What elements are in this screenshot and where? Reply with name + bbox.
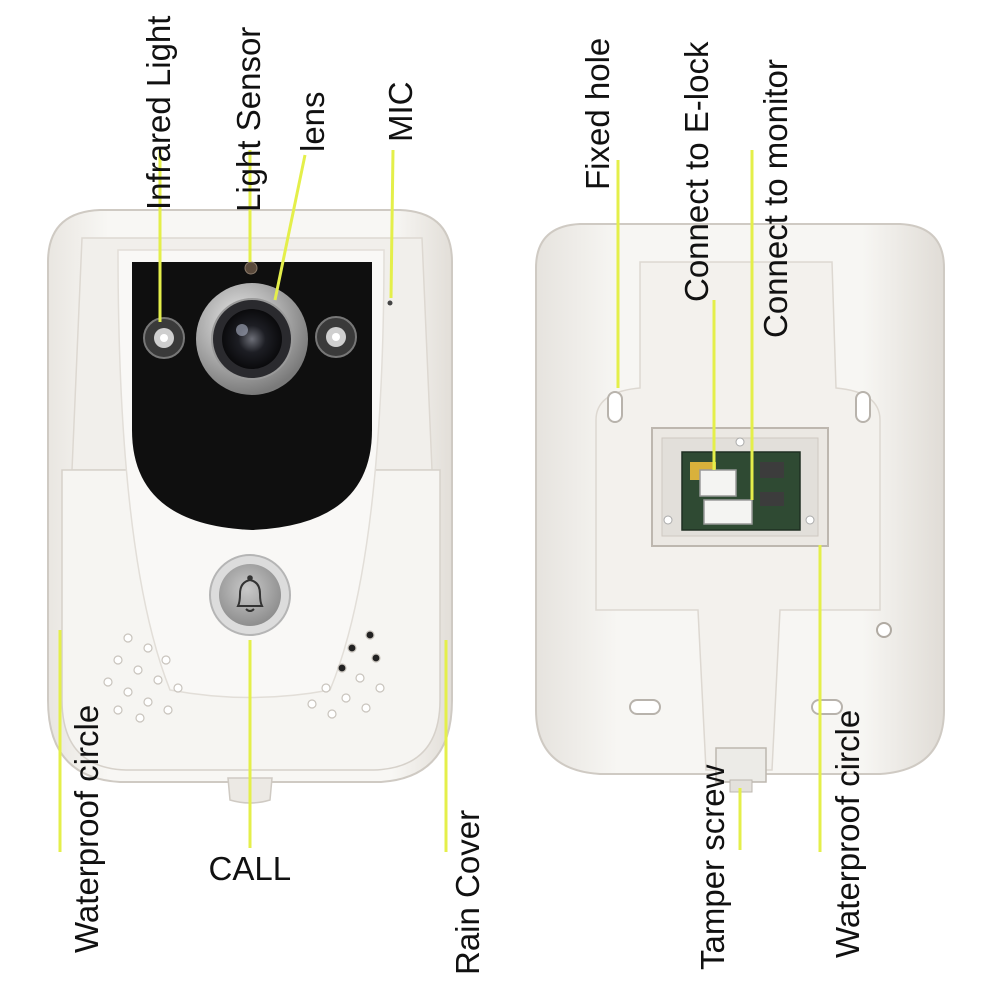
label-light-sensor: Light Sensor — [230, 26, 267, 212]
monitor-connector — [703, 499, 753, 525]
bell-icon — [236, 575, 264, 612]
fixed-hole-right — [855, 391, 871, 423]
fixed-hole-left — [607, 391, 623, 423]
label-waterproof-front: Waterproof circle — [68, 704, 105, 953]
label-connect-monitor: Connect to monitor — [757, 59, 794, 338]
camera-lens — [196, 283, 308, 395]
leader-mic — [389, 149, 395, 299]
label-rain-cover: Rain Cover — [449, 809, 486, 975]
label-mic: MIC — [382, 81, 419, 143]
leader-lines — [58, 149, 822, 852]
label-connect-e-lock: Connect to E-lock — [678, 41, 715, 302]
label-tamper-screw: Tamper screw — [694, 764, 731, 970]
infrared-light-right — [315, 316, 357, 358]
call-button[interactable] — [209, 554, 291, 636]
leader-lens — [273, 154, 307, 301]
label-lens: lens — [294, 91, 331, 152]
light-sensor — [244, 261, 258, 275]
label-fixed-hole: Fixed hole — [579, 37, 616, 190]
e-lock-connector — [699, 469, 737, 497]
speaker-grille-right — [307, 630, 385, 719]
camera-panel — [132, 262, 372, 530]
label-waterproof-back: Waterproof circle — [829, 709, 866, 958]
speaker-grille-left — [103, 633, 183, 723]
back-unit — [535, 223, 945, 793]
infrared-light-left — [143, 317, 185, 359]
label-infrared-light: Infrared Light — [140, 15, 177, 210]
tamper-screw — [715, 747, 767, 783]
front-unit — [47, 209, 453, 804]
label-call: CALL — [208, 850, 292, 887]
mic-hole — [387, 300, 393, 306]
